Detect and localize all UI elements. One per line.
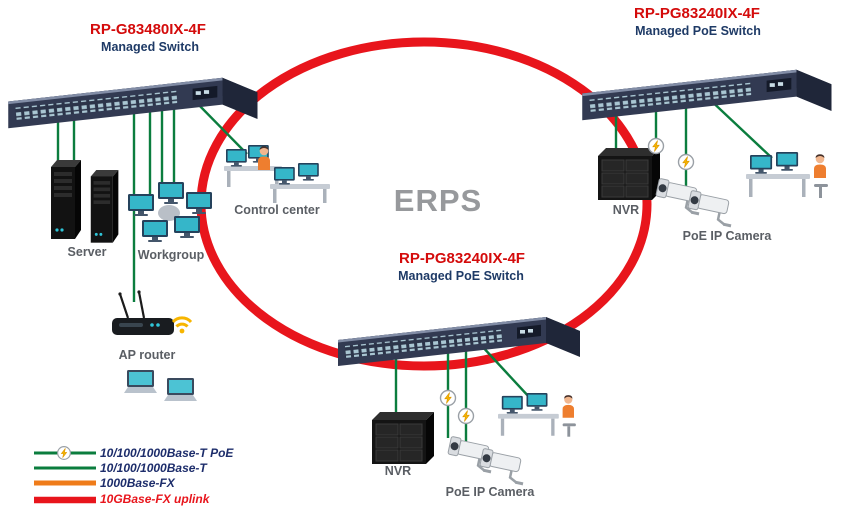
- monitor-icon: [186, 192, 212, 214]
- monitor-icon: [128, 194, 154, 216]
- antenna: [137, 291, 146, 319]
- legend-item-poe: 10/100/1000Base-T PoE: [100, 446, 234, 460]
- workstation-bottom-group: [498, 393, 576, 437]
- laptop-icon: [164, 378, 197, 401]
- cameras-right-group: [652, 177, 738, 229]
- desk-leg: [227, 171, 231, 187]
- nvr-right-label: NVR: [612, 203, 640, 217]
- operator-person-icon: [258, 146, 270, 170]
- monitor-icon: [142, 220, 168, 242]
- link-workstation-right: [705, 95, 773, 159]
- switch-bottom-model: RP-PG83240IX-4F: [399, 250, 525, 267]
- legend-poe-bolt-icon: [57, 446, 71, 460]
- camera-right-label: PoE IP Camera: [682, 229, 772, 243]
- switch-right: [582, 69, 832, 121]
- control-center-group: [224, 145, 330, 203]
- router-panel: [119, 323, 143, 327]
- antenna: [118, 293, 130, 319]
- ap-router-group: [112, 290, 193, 335]
- router-led: [150, 323, 154, 327]
- server-group: [51, 160, 119, 243]
- monitor-icon: [298, 163, 319, 181]
- desk: [224, 166, 282, 171]
- antenna-tip: [137, 290, 141, 294]
- erps-label: ERPS: [393, 183, 483, 218]
- switch-right-type: Managed PoE Switch: [635, 24, 761, 38]
- nvr-bottom-label: NVR: [384, 464, 412, 478]
- ip-camera-icon: [684, 189, 738, 229]
- camera-bottom-label: PoE IP Camera: [445, 485, 535, 499]
- laptops-group: [124, 370, 197, 401]
- server-tower-icon: [90, 170, 119, 243]
- legend-item-1000fx: 1000Base-FX: [100, 476, 175, 490]
- ip-camera-icon: [476, 447, 530, 487]
- server-label: Server: [67, 245, 107, 259]
- server-tower-icon: [51, 160, 81, 239]
- poe-bolt-icon: [457, 407, 475, 425]
- nvr-right-group: [597, 147, 661, 201]
- workgroup-group: [128, 182, 212, 242]
- desk-leg: [273, 189, 277, 203]
- wifi-icon: [171, 316, 193, 334]
- switch-bottom-type: Managed PoE Switch: [398, 269, 524, 283]
- monitor-icon: [226, 149, 247, 167]
- switch-bottom: [338, 317, 580, 366]
- link-workstation-bottom: [479, 343, 531, 399]
- laptop-icon: [124, 370, 157, 393]
- switch-left-model: RP-G83480IX-4F: [90, 21, 206, 38]
- ap-router-label: AP router: [118, 348, 176, 362]
- router-led: [156, 323, 160, 327]
- control-center-label: Control center: [234, 203, 320, 217]
- desk: [270, 184, 330, 189]
- workstation-icon: [498, 393, 576, 437]
- legend-item-baset: 10/100/1000Base-T: [100, 461, 207, 475]
- switch-left-type: Managed Switch: [101, 40, 199, 54]
- switch-right-model: RP-PG83240IX-4F: [634, 5, 760, 22]
- workstation-right-group: [746, 152, 828, 198]
- desk-leg: [323, 189, 327, 203]
- workgroup-label: Workgroup: [137, 248, 205, 262]
- link-control-center: [193, 99, 248, 155]
- nvr-icon: [371, 411, 435, 465]
- poe-bolt-icon: [439, 389, 457, 407]
- poe-bolt-icon: [647, 137, 665, 155]
- nvr-bottom-group: [371, 411, 435, 465]
- legend-lines: [34, 451, 96, 504]
- cameras-bottom-group: [444, 435, 530, 487]
- legend-item-uplink: 10GBase-FX uplink: [100, 492, 210, 506]
- monitor-icon: [174, 216, 200, 238]
- router-body: [112, 318, 174, 335]
- nvr-icon: [597, 147, 661, 201]
- monitor-icon: [158, 182, 184, 204]
- poe-bolt-icon: [677, 153, 695, 171]
- workstation-icon: [746, 152, 828, 198]
- antenna-tip: [118, 292, 122, 296]
